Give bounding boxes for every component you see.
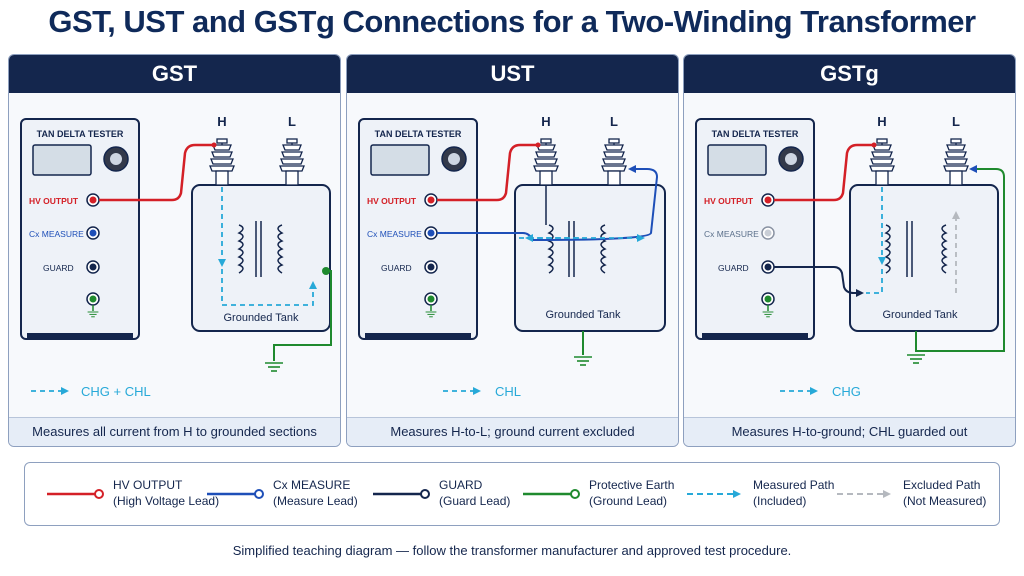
- transformer: H L Grounded Tank: [514, 114, 666, 332]
- legend-sub: (Ground Lead): [589, 494, 668, 508]
- legend-name: Measured Path: [753, 478, 835, 492]
- lv-winding: [600, 224, 607, 274]
- terminal-l-label: L: [288, 114, 296, 129]
- legend-name: GUARD: [439, 478, 483, 492]
- hv-lead-swatch: [47, 489, 104, 499]
- guard-label: GUARD: [381, 263, 412, 273]
- hv-winding: [547, 224, 554, 274]
- path-label: CHL: [495, 384, 521, 399]
- tank-label: Grounded Tank: [882, 309, 958, 321]
- hv-output-label: HV OUTPUT: [29, 196, 79, 206]
- tank-label: Grounded Tank: [223, 312, 299, 324]
- panel-heading: GSTg: [684, 55, 1015, 93]
- tester-display: [707, 144, 767, 176]
- panel-ust: UST TAN DELTA TESTER HV OUTPUT Cx MEASUR…: [346, 54, 679, 447]
- tester-display: [32, 144, 92, 176]
- hv-winding: [884, 224, 891, 274]
- path-label: CHG: [832, 384, 861, 399]
- footer-note: Simplified teaching diagram — follow the…: [232, 543, 792, 558]
- cx-measure-label: Cx MEASURE: [704, 229, 759, 239]
- terminal-h-label: H: [217, 114, 226, 129]
- legend-name: Protective Earth: [589, 478, 675, 492]
- hv-lead: [437, 143, 536, 202]
- panel-footer: Measures all current from H to grounded …: [9, 417, 340, 446]
- gstg-diagram: TAN DELTA TESTER HV OUTPUT Cx MEASURE GU…: [695, 114, 1005, 399]
- tester-label: TAN DELTA TESTER: [712, 129, 799, 139]
- measure-lead-swatch: [207, 489, 264, 499]
- ust-diagram: TAN DELTA TESTER HV OUTPUT Cx MEASURE GU…: [358, 114, 666, 399]
- panel-heading: GST: [9, 55, 340, 93]
- earth-lead: [915, 168, 1005, 352]
- panel-heading: UST: [347, 55, 678, 93]
- panel-gst: GST TAN DELTA TESTER HV OUTPUT Cx MEASUR…: [8, 54, 341, 447]
- l-bushing: [601, 138, 627, 186]
- hv-output-label: HV OUTPUT: [704, 196, 754, 206]
- terminal-l-label: L: [952, 114, 960, 129]
- guard-label: GUARD: [718, 263, 749, 273]
- tan-delta-tester: TAN DELTA TESTER HV OUTPUT Cx MEASURE GU…: [358, 118, 478, 340]
- transformer-tank: [514, 184, 666, 332]
- panel-footer: Measures H-to-ground; CHL guarded out: [684, 417, 1015, 446]
- legend-sub: (Included): [753, 494, 807, 508]
- page-title: GST, UST and GSTg Connections for a Two-…: [48, 4, 976, 39]
- measured-path-ground: [221, 269, 317, 306]
- legend: HV OUTPUT (High Voltage Lead) Cx MEASURE (…: [24, 462, 1000, 526]
- gst-diagram: TAN DELTA TESTER HV OUTPUT Cx MEASURE GU…: [20, 114, 332, 399]
- panel-footer: Measures H-to-L; ground current excluded: [347, 417, 678, 446]
- legend-name: Excluded Path: [903, 478, 981, 492]
- transformer: H L Grounded Tank: [849, 114, 999, 332]
- guard-lead-swatch: [373, 489, 430, 499]
- terminal-h-label: H: [877, 114, 886, 129]
- tester-label: TAN DELTA TESTER: [37, 129, 124, 139]
- cx-measure-label: Cx MEASURE: [29, 229, 84, 239]
- path-label: CHG + CHL: [81, 384, 151, 399]
- hv-lead: [99, 143, 212, 202]
- guard-lead: [774, 266, 864, 297]
- earth-lead-swatch: [523, 489, 580, 499]
- legend-sub: (Guard Lead): [439, 494, 511, 508]
- panel-gstg: GSTg TAN DELTA TESTER HV OUTPUT Cx MEASU…: [683, 54, 1016, 447]
- transformer-tank: [849, 184, 999, 332]
- legend-name: Cx MEASURE: [273, 478, 351, 492]
- transformer: H L Grounded Tank: [191, 114, 331, 332]
- hv-lead: [774, 143, 872, 202]
- legend-name: HV OUTPUT: [113, 478, 183, 492]
- excluded-path-swatch: [837, 490, 891, 498]
- l-bushing: [279, 138, 305, 186]
- tan-delta-tester: TAN DELTA TESTER HV OUTPUT Cx MEASURE GU…: [20, 118, 140, 340]
- tank-ground-icon: [906, 354, 926, 364]
- tan-delta-tester: TAN DELTA TESTER HV OUTPUT Cx MEASURE GU…: [695, 118, 815, 340]
- terminal-l-label: L: [610, 114, 618, 129]
- hv-output-label: HV OUTPUT: [367, 196, 417, 206]
- legend-sub: (High Voltage Lead): [113, 494, 220, 508]
- hv-winding: [237, 224, 244, 274]
- measured-path-swatch: [687, 490, 741, 498]
- cx-measure-label: Cx MEASURE: [367, 229, 422, 239]
- tester-label: TAN DELTA TESTER: [375, 129, 462, 139]
- tank-ground-icon: [573, 356, 593, 366]
- lv-winding: [941, 224, 948, 274]
- tester-display: [370, 144, 430, 176]
- tank-ground-icon: [264, 362, 284, 372]
- guard-label: GUARD: [43, 263, 74, 273]
- legend-sub: (Not Measured): [903, 494, 987, 508]
- lv-winding: [277, 224, 284, 274]
- l-bushing: [943, 138, 969, 186]
- terminal-h-label: H: [541, 114, 550, 129]
- legend-sub: (Measure Lead): [273, 494, 358, 508]
- tank-label: Grounded Tank: [545, 309, 621, 321]
